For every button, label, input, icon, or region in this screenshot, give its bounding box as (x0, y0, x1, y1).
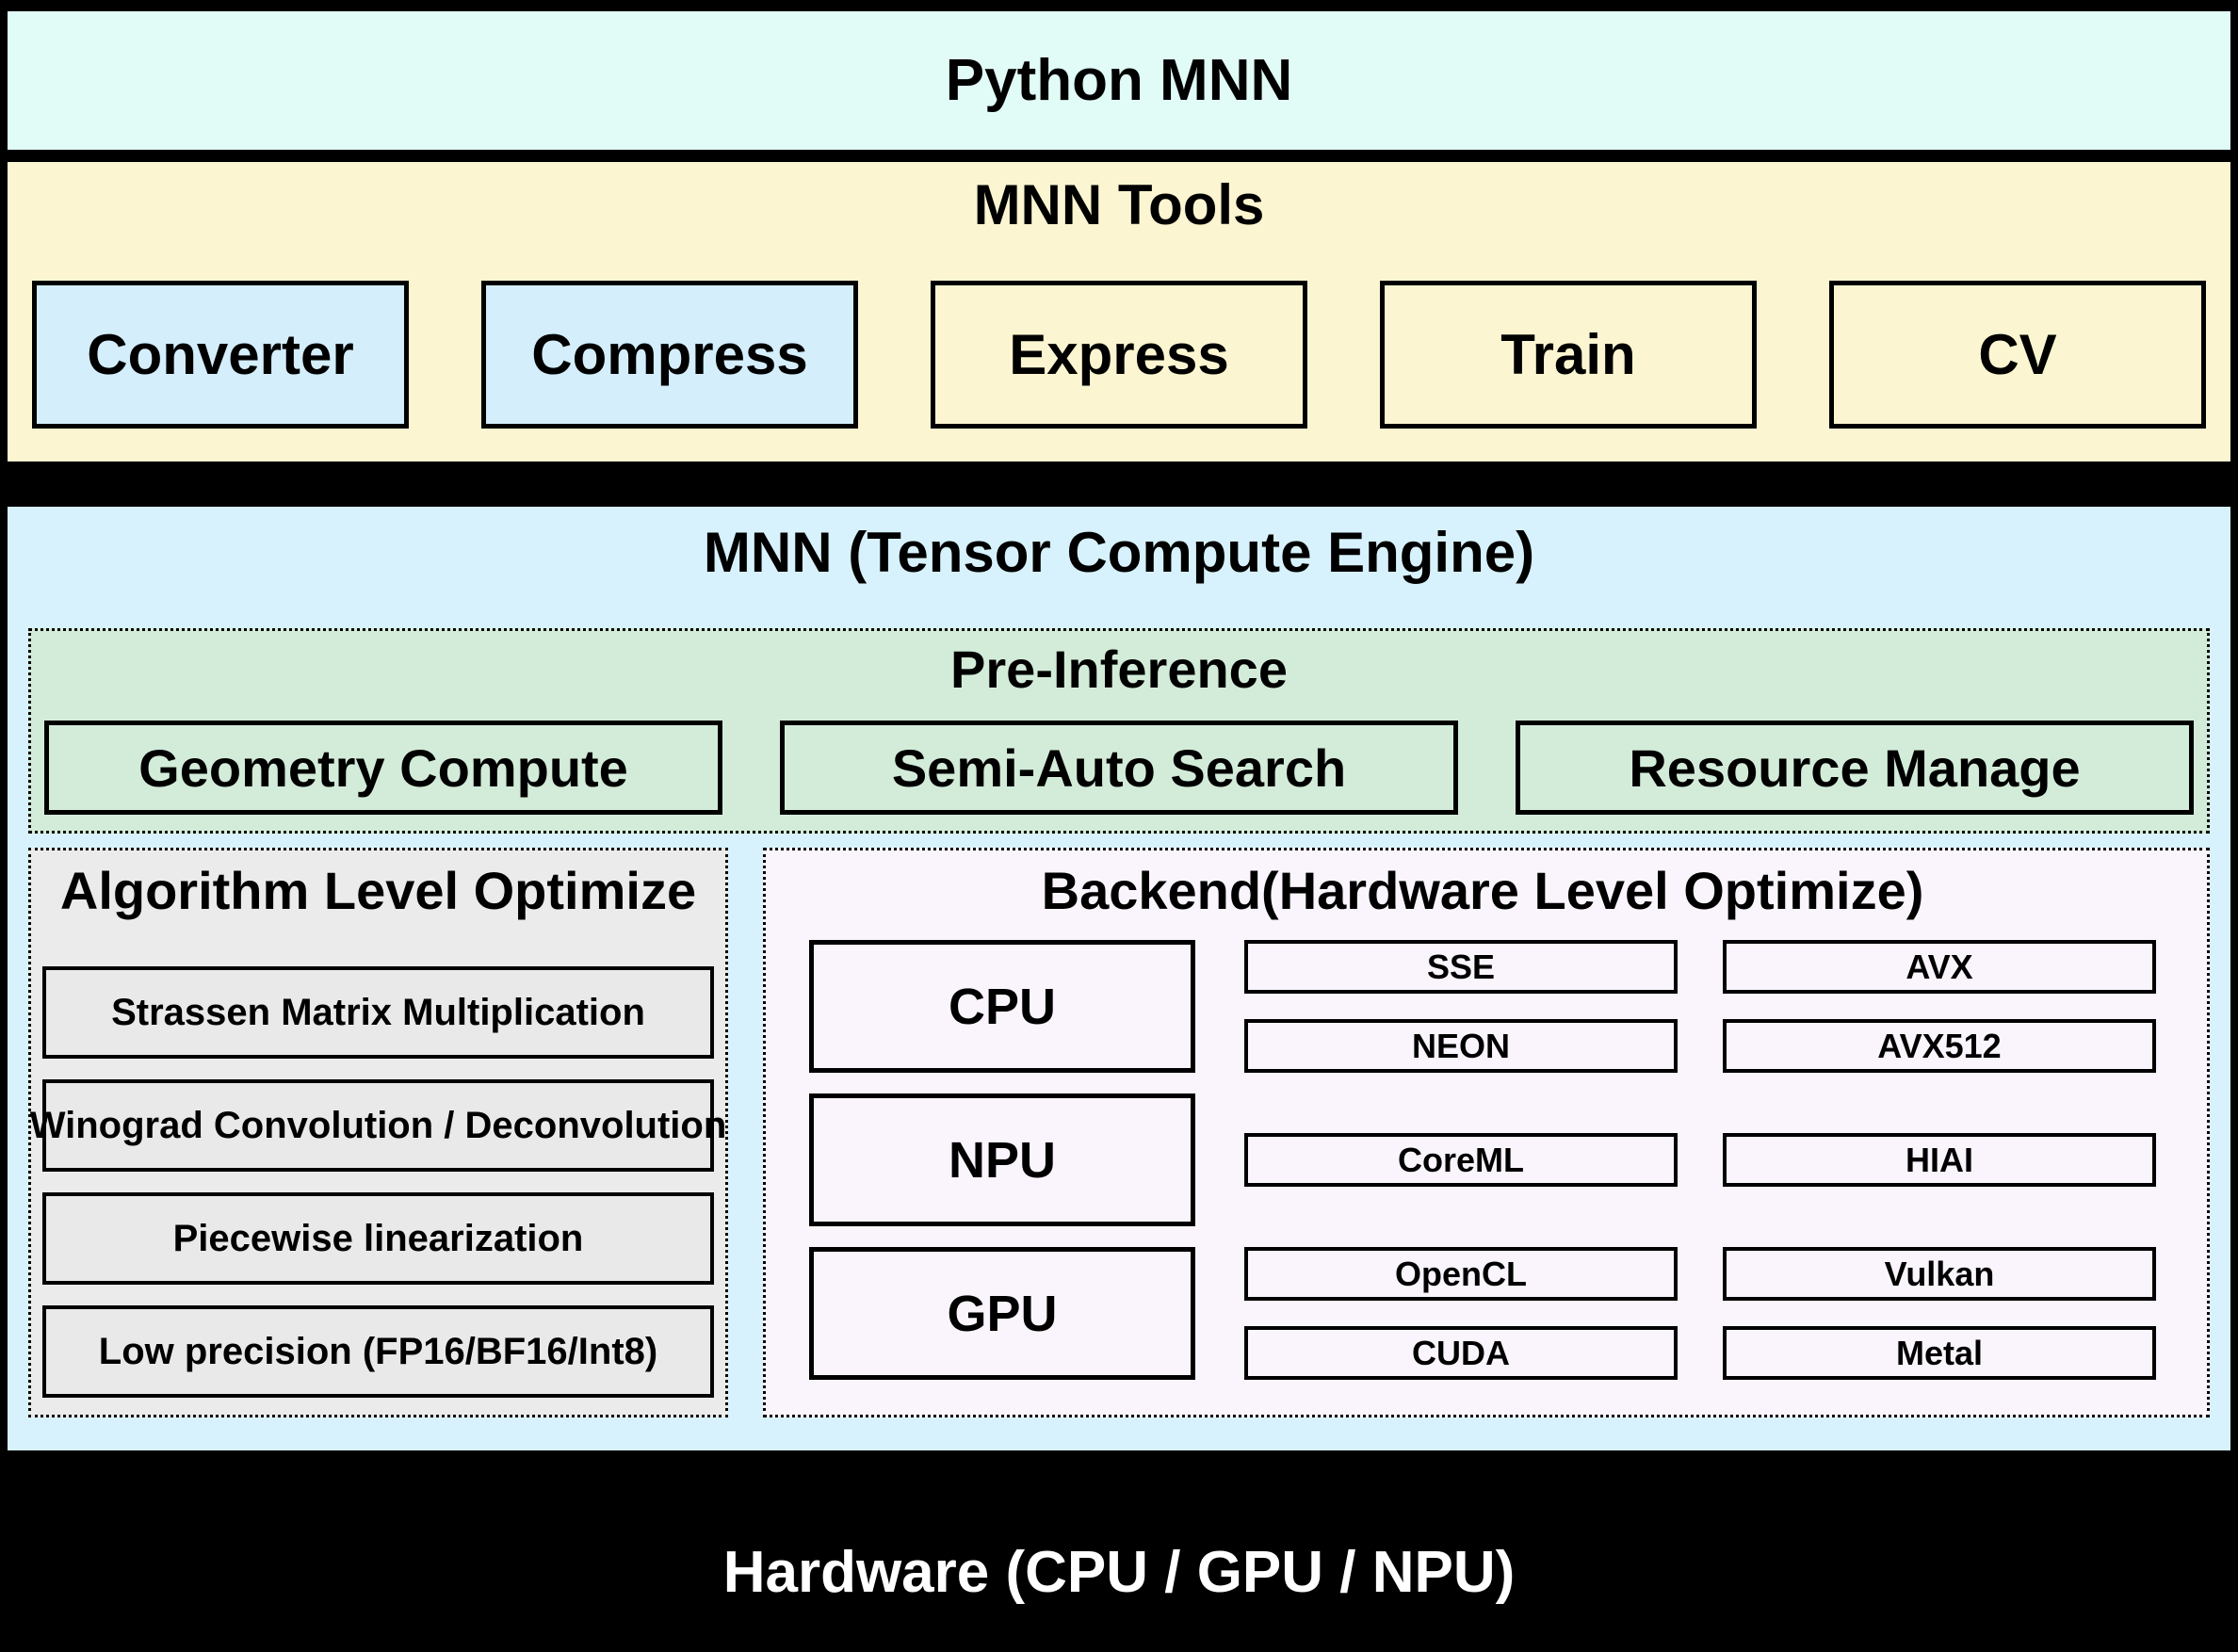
npu-sub-grid: CoreML HIAI (1244, 1093, 2156, 1226)
engine-title: MNN (Tensor Compute Engine) (703, 521, 1535, 584)
hardware-band: Hardware (CPU / GPU / NPU) (8, 1450, 2230, 1652)
tool-box-express: Express (931, 281, 1307, 429)
algo-item-strassen: Strassen Matrix Multiplication (42, 966, 714, 1059)
tool-box-cv: CV (1829, 281, 2206, 429)
cpu-sub-grid: SSE AVX NEON AVX512 (1244, 940, 2156, 1073)
backend-box-vulkan: Vulkan (1723, 1247, 2156, 1301)
algorithm-panel: Algorithm Level Optimize Strassen Matrix… (28, 848, 728, 1417)
mnn-tools-band: MNN Tools Converter Compress Express Tra… (8, 162, 2230, 462)
pre-inference-panel: Pre-Inference Geometry Compute Semi-Auto… (28, 628, 2210, 834)
processor-box-npu: NPU (809, 1093, 1195, 1226)
processor-box-cpu: CPU (809, 940, 1195, 1073)
engine-band: MNN (Tensor Compute Engine) Pre-Inferenc… (8, 507, 2230, 1450)
gpu-sub-line-2: CUDA Metal (1244, 1326, 2156, 1380)
cpu-sub-line-1: SSE AVX (1244, 940, 2156, 994)
backend-box-avx: AVX (1723, 940, 2156, 994)
python-mnn-band: Python MNN (8, 11, 2230, 150)
pre-box-semi-auto-search: Semi-Auto Search (780, 721, 1458, 815)
processor-box-gpu: GPU (809, 1247, 1195, 1380)
backend-box-avx512: AVX512 (1723, 1019, 2156, 1073)
pre-box-geometry-compute: Geometry Compute (44, 721, 722, 815)
backend-row-npu: NPU CoreML HIAI (809, 1093, 2156, 1226)
pre-inference-row: Geometry Compute Semi-Auto Search Resour… (44, 721, 2194, 815)
cpu-sub-line-2: NEON AVX512 (1244, 1019, 2156, 1073)
algo-item-winograd: Winograd Convolution / Deconvolution (30, 1079, 726, 1172)
npu-sub-line-1: CoreML HIAI (1244, 1133, 2156, 1187)
algo-item-low-precision: Low precision (FP16/BF16/Int8) (42, 1305, 714, 1398)
mnn-tools-title: MNN Tools (973, 173, 1265, 236)
backend-title: Backend(Hardware Level Optimize) (1041, 861, 1924, 920)
backend-box-neon: NEON (1244, 1019, 1678, 1073)
hardware-title: Hardware (CPU / GPU / NPU) (722, 1540, 1516, 1605)
pre-box-resource-manage: Resource Manage (1516, 721, 2194, 815)
backend-panel: Backend(Hardware Level Optimize) CPU SSE… (763, 848, 2210, 1417)
backend-box-cuda: CUDA (1244, 1326, 1678, 1380)
tool-box-compress: Compress (481, 281, 858, 429)
python-mnn-title: Python MNN (945, 48, 1293, 113)
gpu-sub-line-1: OpenCL Vulkan (1244, 1247, 2156, 1301)
gpu-sub-grid: OpenCL Vulkan CUDA Metal (1244, 1247, 2156, 1380)
algorithm-title: Algorithm Level Optimize (59, 861, 697, 920)
backend-box-sse: SSE (1244, 940, 1678, 994)
backend-rows: CPU SSE AVX NEON AVX512 (809, 940, 2156, 1380)
backend-row-gpu: GPU OpenCL Vulkan CUDA Metal (809, 1247, 2156, 1380)
pre-inference-title: Pre-Inference (950, 640, 1288, 699)
optimize-row: Algorithm Level Optimize Strassen Matrix… (28, 848, 2210, 1417)
backend-box-metal: Metal (1723, 1326, 2156, 1380)
backend-box-coreml: CoreML (1244, 1133, 1678, 1187)
tool-box-converter: Converter (32, 281, 409, 429)
tools-row: Converter Compress Express Train CV (8, 281, 2230, 429)
backend-box-opencl: OpenCL (1244, 1247, 1678, 1301)
algorithm-items: Strassen Matrix Multiplication Winograd … (30, 966, 726, 1398)
algo-item-piecewise: Piecewise linearization (42, 1192, 714, 1285)
tool-box-train: Train (1380, 281, 1757, 429)
backend-box-hiai: HIAI (1723, 1133, 2156, 1187)
backend-row-cpu: CPU SSE AVX NEON AVX512 (809, 940, 2156, 1073)
